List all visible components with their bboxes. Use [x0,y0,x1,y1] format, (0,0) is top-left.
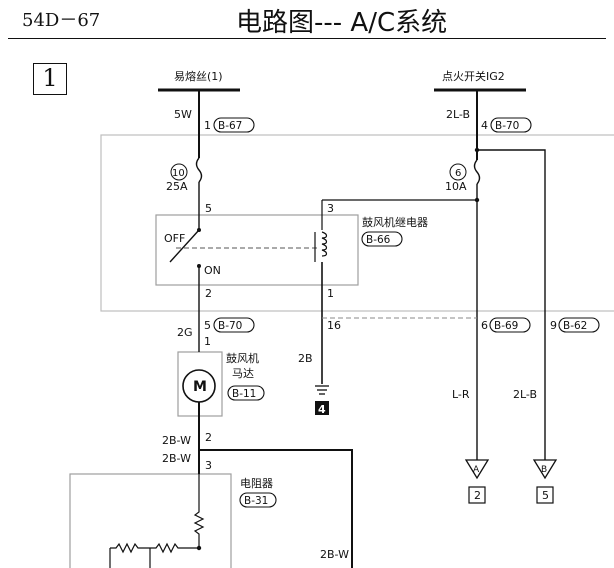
junction-dot-1 [474,147,480,153]
offpage-b-triangle [532,459,558,480]
fuse-6-symbol [473,159,481,185]
relay-on-label: ON [204,264,221,277]
connector-b70-top: B-70 [495,120,519,132]
offpage-a-page-box [468,486,486,504]
pin-2b: 2 [205,431,212,444]
offpage-a-triangle [464,459,490,480]
motor-name-line2: 马达 [232,367,254,380]
offpage-b-page: 5 [542,489,549,502]
pin-1c: 1 [204,335,211,348]
connector-b11: B-11 [232,388,256,400]
relay-off-contact [197,228,201,232]
conn-b66-oval [361,231,403,247]
wire-label-lr: L-R [452,388,470,401]
label-ignition-switch: 点火开关IG2 [442,69,505,83]
resistor-box [69,473,232,568]
conn-b31-oval [239,492,277,508]
connector-b67: B-67 [218,120,242,132]
resistor-horizontal-symbol [110,542,199,554]
conn-b67-oval [213,117,255,133]
resistor-junction [196,545,202,551]
ground-ref-number: 4 [318,403,326,416]
connector-b62: B-62 [563,320,587,332]
fuse-6-number-circle [449,163,467,181]
junction-block-outline [100,134,614,312]
relay-name: 鼓风机继电器 [362,215,428,229]
wire-label-2g: 2G [177,326,193,339]
blower-relay-box [155,214,359,286]
fuse-6-rating: 10A [445,180,467,193]
conn-b62-oval [558,317,600,333]
wire-label-2lb-bottom: 2L-B [513,388,537,401]
conn-b69-oval [489,317,531,333]
conn-b11-oval [227,385,265,401]
pin-16: 16 [327,319,341,332]
conn-b70-top-oval [490,117,532,133]
motor-symbol: M [193,379,207,395]
offpage-a-page: 2 [474,489,481,502]
header-divider [8,38,606,39]
wire-2lb-branch [477,149,546,460]
resistor-name: 电阻器 [240,477,273,490]
wire-label-2bw-1: 2B-W [162,434,191,447]
connector-b31: B-31 [244,495,268,507]
connector-b69: B-69 [494,320,518,332]
conn-b70-mid-oval [213,317,255,333]
offpage-b-letter: B [541,465,547,475]
fuse-10-rating: 25A [166,180,188,193]
fuse-10-number-circle [170,163,188,181]
motor-name-line1: 鼓风机 [226,351,259,365]
page-code: 54D－67 [22,10,101,31]
wire-label-2bw-2: 2B-W [162,452,191,465]
resistor-vertical-symbol [193,474,205,548]
offpage-b-page-box [536,486,554,504]
pin-5b: 5 [204,319,211,332]
wire-label-2lb-top: 2L-B [446,108,470,121]
junction-dot-2 [474,197,480,203]
wire-label-2bw-3: 2B-W [320,548,349,561]
pin-5: 5 [205,202,212,215]
pin-3b: 3 [205,459,212,472]
relay-off-label: OFF [164,232,185,245]
wire-label-5w: 5W [174,108,192,121]
pin-1: 1 [204,119,211,132]
label-fusible-link: 易熔丝(1) [174,69,223,83]
pin-9: 9 [550,319,557,332]
page-title: 电路图--- A/C系统 [236,8,448,38]
pin-3: 3 [327,202,334,215]
fuse-10-number: 10 [172,168,185,179]
relay-switch-arm [169,229,200,263]
ground-ref-box [315,401,329,415]
fuse-10-symbol [195,157,203,183]
connector-b70-mid: B-70 [218,320,242,332]
relay-coil-symbol [321,231,328,257]
pin-2: 2 [205,287,212,300]
wire-label-2b: 2B [298,352,313,365]
pin-6: 6 [481,319,488,332]
pin-4: 4 [481,119,488,132]
sheet-number: 1 [33,63,67,95]
pin-1b: 1 [327,287,334,300]
offpage-a-letter: A [473,465,480,475]
fuse-6-number: 6 [455,168,461,179]
connector-b66: B-66 [366,234,391,246]
wire-2bw-branch [199,449,353,568]
